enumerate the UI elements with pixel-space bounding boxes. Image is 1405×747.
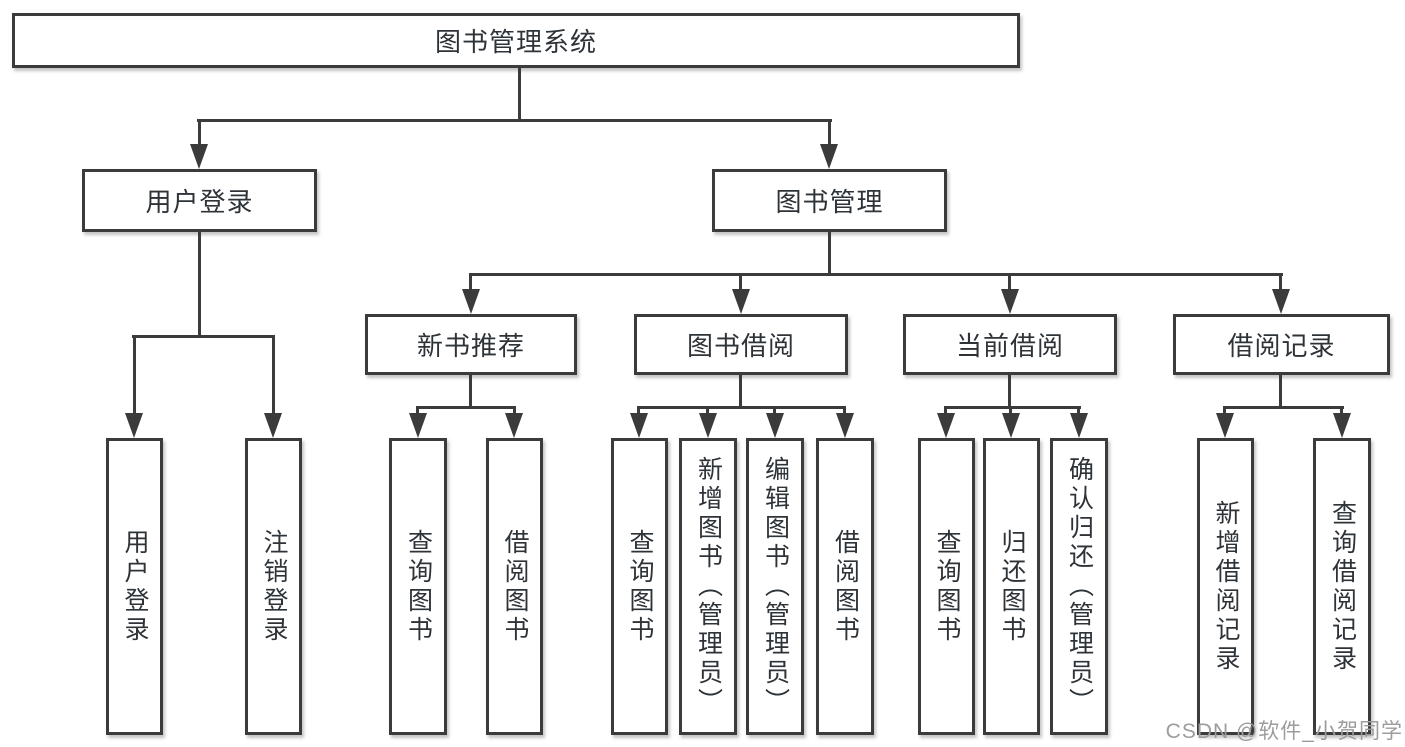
connector-leaf-stem [706, 406, 709, 413]
arrow-down-icon [630, 413, 648, 438]
node-label: 归还图书 [998, 528, 1026, 645]
node-book-borrowing: 图书借阅 [634, 314, 848, 375]
leaf-user-login: 用户登录 [106, 438, 163, 735]
connector-root-branch [197, 119, 832, 122]
node-book-management-system: 图书管理系统 [12, 13, 1020, 68]
connector-current-branch [944, 406, 1081, 409]
leaf-query-books-borrowing: 查询图书 [611, 438, 668, 735]
arrow-down-icon [836, 413, 854, 438]
connector-borrowing-branch [637, 406, 846, 409]
leaf-borrow-books-borrowing: 借阅图书 [816, 438, 874, 735]
arrow-down-icon [1272, 289, 1290, 314]
node-label: 图书管理 [775, 187, 884, 217]
connector-book-management-down [828, 232, 831, 273]
leaf-borrow-books-recommend: 借阅图书 [486, 438, 543, 735]
arrow-down-icon [505, 413, 523, 438]
node-current-borrowing: 当前借阅 [903, 314, 1117, 375]
connector-leaf-stem [272, 335, 275, 413]
arrow-down-icon [1070, 413, 1088, 438]
leaf-confirm-return-admin: 确认归还（管理员） [1050, 438, 1108, 735]
connector-book-management-stem [828, 119, 831, 144]
connector-borrowing-down [739, 375, 742, 406]
arrow-down-icon [1216, 413, 1234, 438]
node-label: 注销登录 [260, 528, 288, 645]
arrow-down-icon [125, 413, 143, 438]
connector-leaf-stem [1009, 406, 1012, 413]
connector-records-down [1279, 375, 1282, 406]
node-borrowing-records: 借阅记录 [1173, 314, 1390, 375]
node-book-management: 图书管理 [712, 169, 947, 232]
node-label: 编辑图书（管理员） [761, 456, 790, 717]
connector-root-stem [518, 68, 521, 119]
connector-new-book-down [469, 375, 472, 406]
connector-new-book-branch [416, 406, 516, 409]
node-user-login: 用户登录 [82, 169, 317, 232]
leaf-logout: 注销登录 [245, 438, 302, 735]
arrow-down-icon [1001, 289, 1019, 314]
node-label: 用户登录 [145, 187, 254, 217]
node-label: 借阅图书 [501, 528, 529, 645]
node-label: 查询图书 [626, 528, 654, 645]
connector-records-branch [1223, 406, 1344, 409]
node-label: 图书管理系统 [434, 27, 597, 57]
leaf-return-books: 归还图书 [983, 438, 1040, 735]
node-label: 用户登录 [121, 528, 149, 645]
node-label: 新增借阅记录 [1212, 499, 1240, 674]
node-label: 当前借阅 [955, 331, 1064, 361]
leaf-add-borrow-record: 新增借阅记录 [1197, 438, 1254, 735]
node-label: 确认归还（管理员） [1065, 456, 1094, 717]
node-label: 查询借阅记录 [1328, 499, 1357, 674]
arrow-down-icon [264, 413, 282, 438]
arrow-down-icon [732, 289, 750, 314]
connector-leaf-stem [843, 406, 846, 413]
arrow-down-icon [1333, 413, 1351, 438]
node-label: 借阅图书 [831, 528, 860, 645]
csdn-watermark: CSDN @软件_小贺同学 [1165, 720, 1403, 743]
connector-module-stem [1008, 273, 1011, 289]
connector-book-management-branch [469, 273, 1283, 276]
arrow-down-icon [820, 144, 838, 169]
connector-leaf-stem [513, 406, 516, 413]
connector-leaf-stem [1340, 406, 1343, 413]
node-label: 借阅记录 [1227, 331, 1336, 361]
node-label: 新书推荐 [416, 331, 525, 361]
connector-user-login-stem [198, 119, 201, 144]
leaf-edit-books-admin: 编辑图书（管理员） [746, 438, 804, 735]
connector-leaf-stem [416, 406, 419, 413]
arrow-down-icon [937, 413, 955, 438]
connector-leaf-stem [773, 406, 776, 413]
connector-module-stem [469, 273, 472, 289]
arrow-down-icon [190, 144, 208, 169]
arrow-down-icon [409, 413, 427, 438]
connector-leaf-stem [1223, 406, 1226, 413]
leaf-query-books-recommend: 查询图书 [389, 438, 447, 735]
connector-leaf-stem [637, 406, 640, 413]
leaf-query-books-current: 查询图书 [918, 438, 975, 735]
leaf-add-books-admin: 新增图书（管理员） [679, 438, 737, 735]
node-label: 查询图书 [933, 528, 961, 645]
connector-module-stem [739, 273, 742, 289]
node-label: 图书借阅 [686, 331, 795, 361]
connector-current-down [1008, 375, 1011, 406]
connector-module-stem [1279, 273, 1282, 289]
connector-leaf-stem [133, 335, 136, 413]
connector-leaf-stem [1077, 406, 1080, 413]
node-label: 新增图书（管理员） [694, 456, 723, 717]
leaf-query-borrow-record: 查询借阅记录 [1313, 438, 1371, 735]
arrow-down-icon [1002, 413, 1020, 438]
connector-user-login-branch [132, 335, 275, 338]
node-new-book-recommend: 新书推荐 [365, 314, 577, 375]
arrow-down-icon [699, 413, 717, 438]
node-label: 查询图书 [404, 528, 433, 645]
arrow-down-icon [766, 413, 784, 438]
connector-leaf-stem [944, 406, 947, 413]
connector-user-login-down [198, 232, 201, 335]
arrow-down-icon [462, 289, 480, 314]
